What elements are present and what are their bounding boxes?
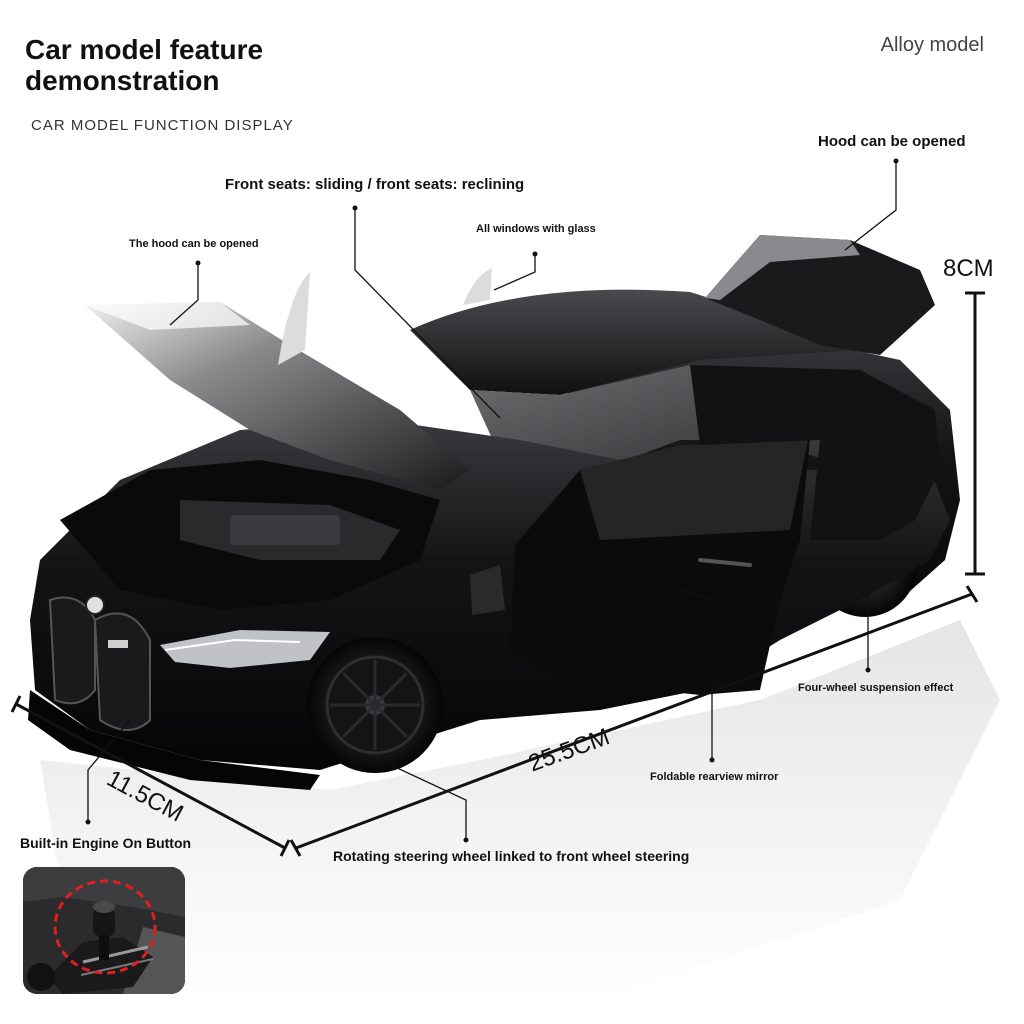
page-subtitle: CAR MODEL FUNCTION DISPLAY — [31, 117, 294, 134]
engine-button-inset — [23, 867, 185, 994]
callout-steering: Rotating steering wheel linked to front … — [333, 848, 690, 864]
callout-front-seats: Front seats: sliding / front seats: recl… — [225, 176, 525, 193]
page-title: Car model feature demonstration — [25, 34, 264, 96]
engine-button-detail — [23, 867, 185, 994]
callout-windows: All windows with glass — [476, 223, 596, 235]
material-label: Alloy model — [880, 34, 984, 56]
callout-suspension: Four-wheel suspension effect — [798, 682, 954, 694]
dimension-height: 8CM — [943, 255, 994, 282]
callout-front-hood: The hood can be opened — [129, 238, 259, 250]
callout-rear-hood: Hood can be opened — [818, 133, 966, 150]
callout-mirror: Foldable rearview mirror — [650, 771, 779, 783]
callout-engine-button: Built-in Engine On Button — [20, 835, 192, 851]
